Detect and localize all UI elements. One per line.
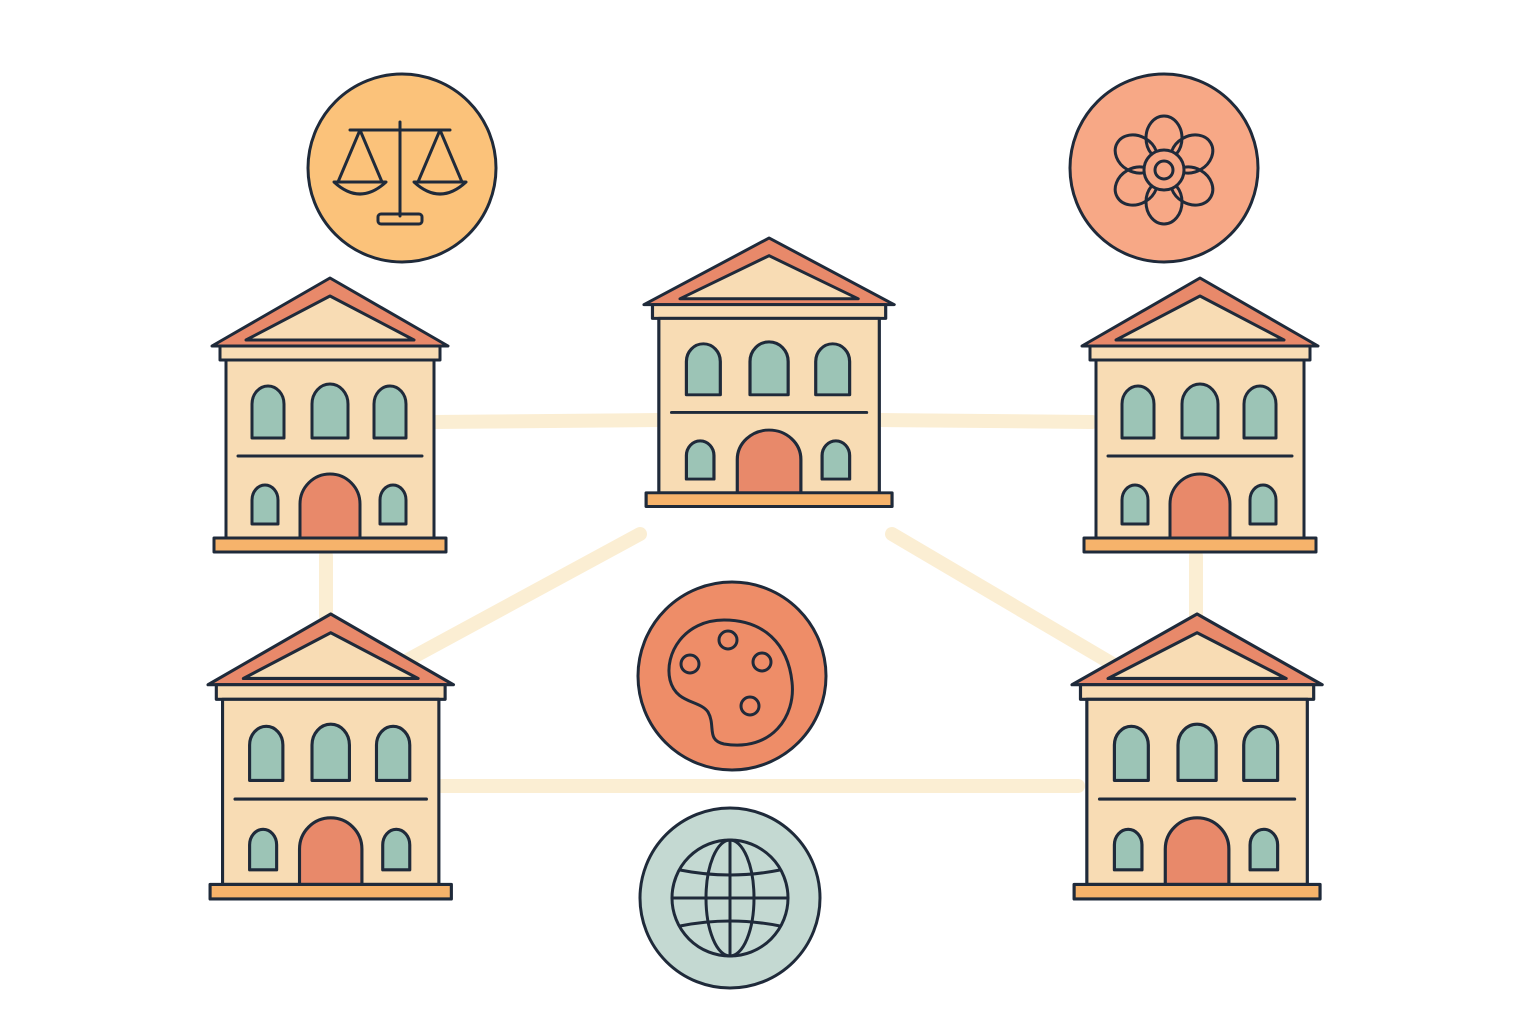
connector-top-center-to-right [873,413,1099,429]
palette-icon [636,580,828,772]
scales-of-justice-icon [306,72,498,264]
globe-icon [638,806,822,990]
connection-lines [319,413,1203,793]
building-top-center [642,236,896,509]
building-top-right [1080,276,1320,554]
connector-center-to-bottom-right [885,527,1123,673]
connector-center-to-bottom-left [397,527,647,669]
flower-icon [1068,72,1260,264]
building-top-left [210,276,450,554]
connector-top-left-to-center [425,413,667,429]
